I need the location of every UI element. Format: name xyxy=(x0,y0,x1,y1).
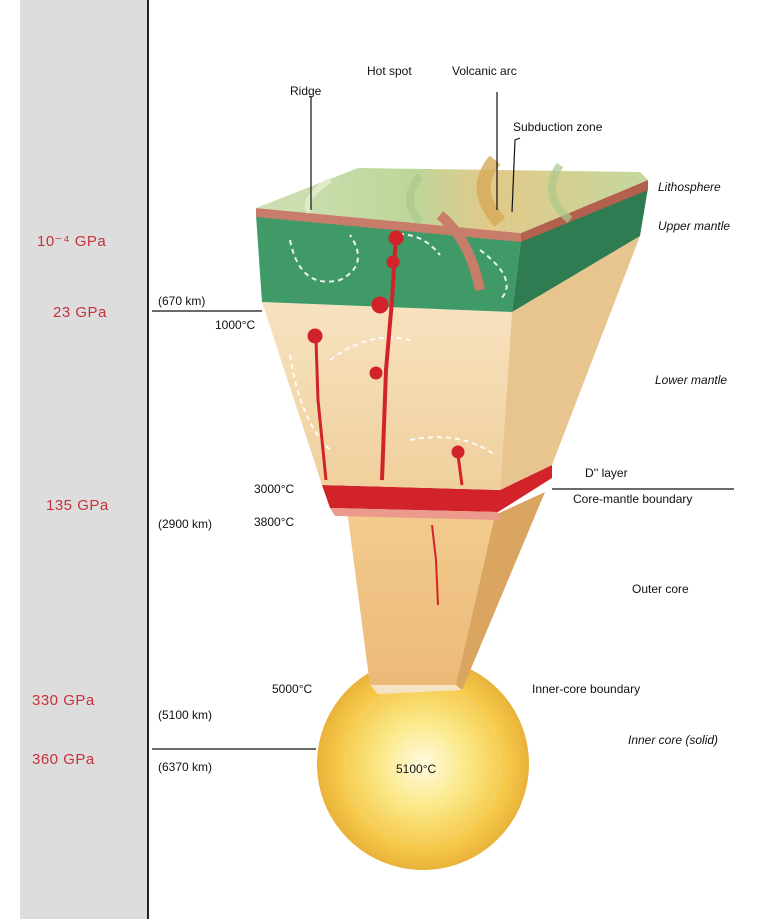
inner-core-label: Inner core (solid) xyxy=(628,733,718,747)
depth-670km-label: (670 km) xyxy=(158,294,205,308)
depth-6370km-label: (6370 km) xyxy=(158,760,212,774)
inner-core-boundary-label: Inner-core boundary xyxy=(532,682,640,696)
pressure-670km-label: 23 GPa xyxy=(53,304,107,321)
lithosphere-label: Lithosphere xyxy=(658,180,721,194)
upper-mantle-label: Upper mantle xyxy=(658,218,738,235)
depth-5100km-label: (5100 km) xyxy=(158,708,212,722)
pressure-2900km-label: 135 GPa xyxy=(46,497,109,514)
pressure-surface-label: 10⁻⁴ GPa xyxy=(37,232,106,250)
pressure-5100km-label: 330 GPa xyxy=(32,692,95,709)
temp-1000c-label: 1000°C xyxy=(215,318,255,332)
temp-5100c-label: 5100°C xyxy=(396,762,436,776)
temp-5000c-label: 5000°C xyxy=(272,682,312,696)
left-panel xyxy=(20,0,148,919)
volcanic-arc-label: Volcanic arc xyxy=(452,64,517,78)
lower-mantle-label: Lower mantle xyxy=(655,372,735,389)
depth-2900km-label: (2900 km) xyxy=(158,517,212,531)
outer-core-label: Outer core xyxy=(632,582,689,596)
pressure-6370km-label: 360 GPa xyxy=(32,751,95,768)
subduction-zone-label: Subduction zone xyxy=(513,120,602,134)
temp-3800c-label: 3800°C xyxy=(254,515,294,529)
hot-spot-label: Hot spot xyxy=(367,64,412,78)
d-layer-label: D'' layer xyxy=(585,466,628,480)
temp-3000c-label: 3000°C xyxy=(254,482,294,496)
core-mantle-boundary-label: Core-mantle boundary xyxy=(573,492,692,506)
ridge-label: Ridge xyxy=(290,84,321,98)
